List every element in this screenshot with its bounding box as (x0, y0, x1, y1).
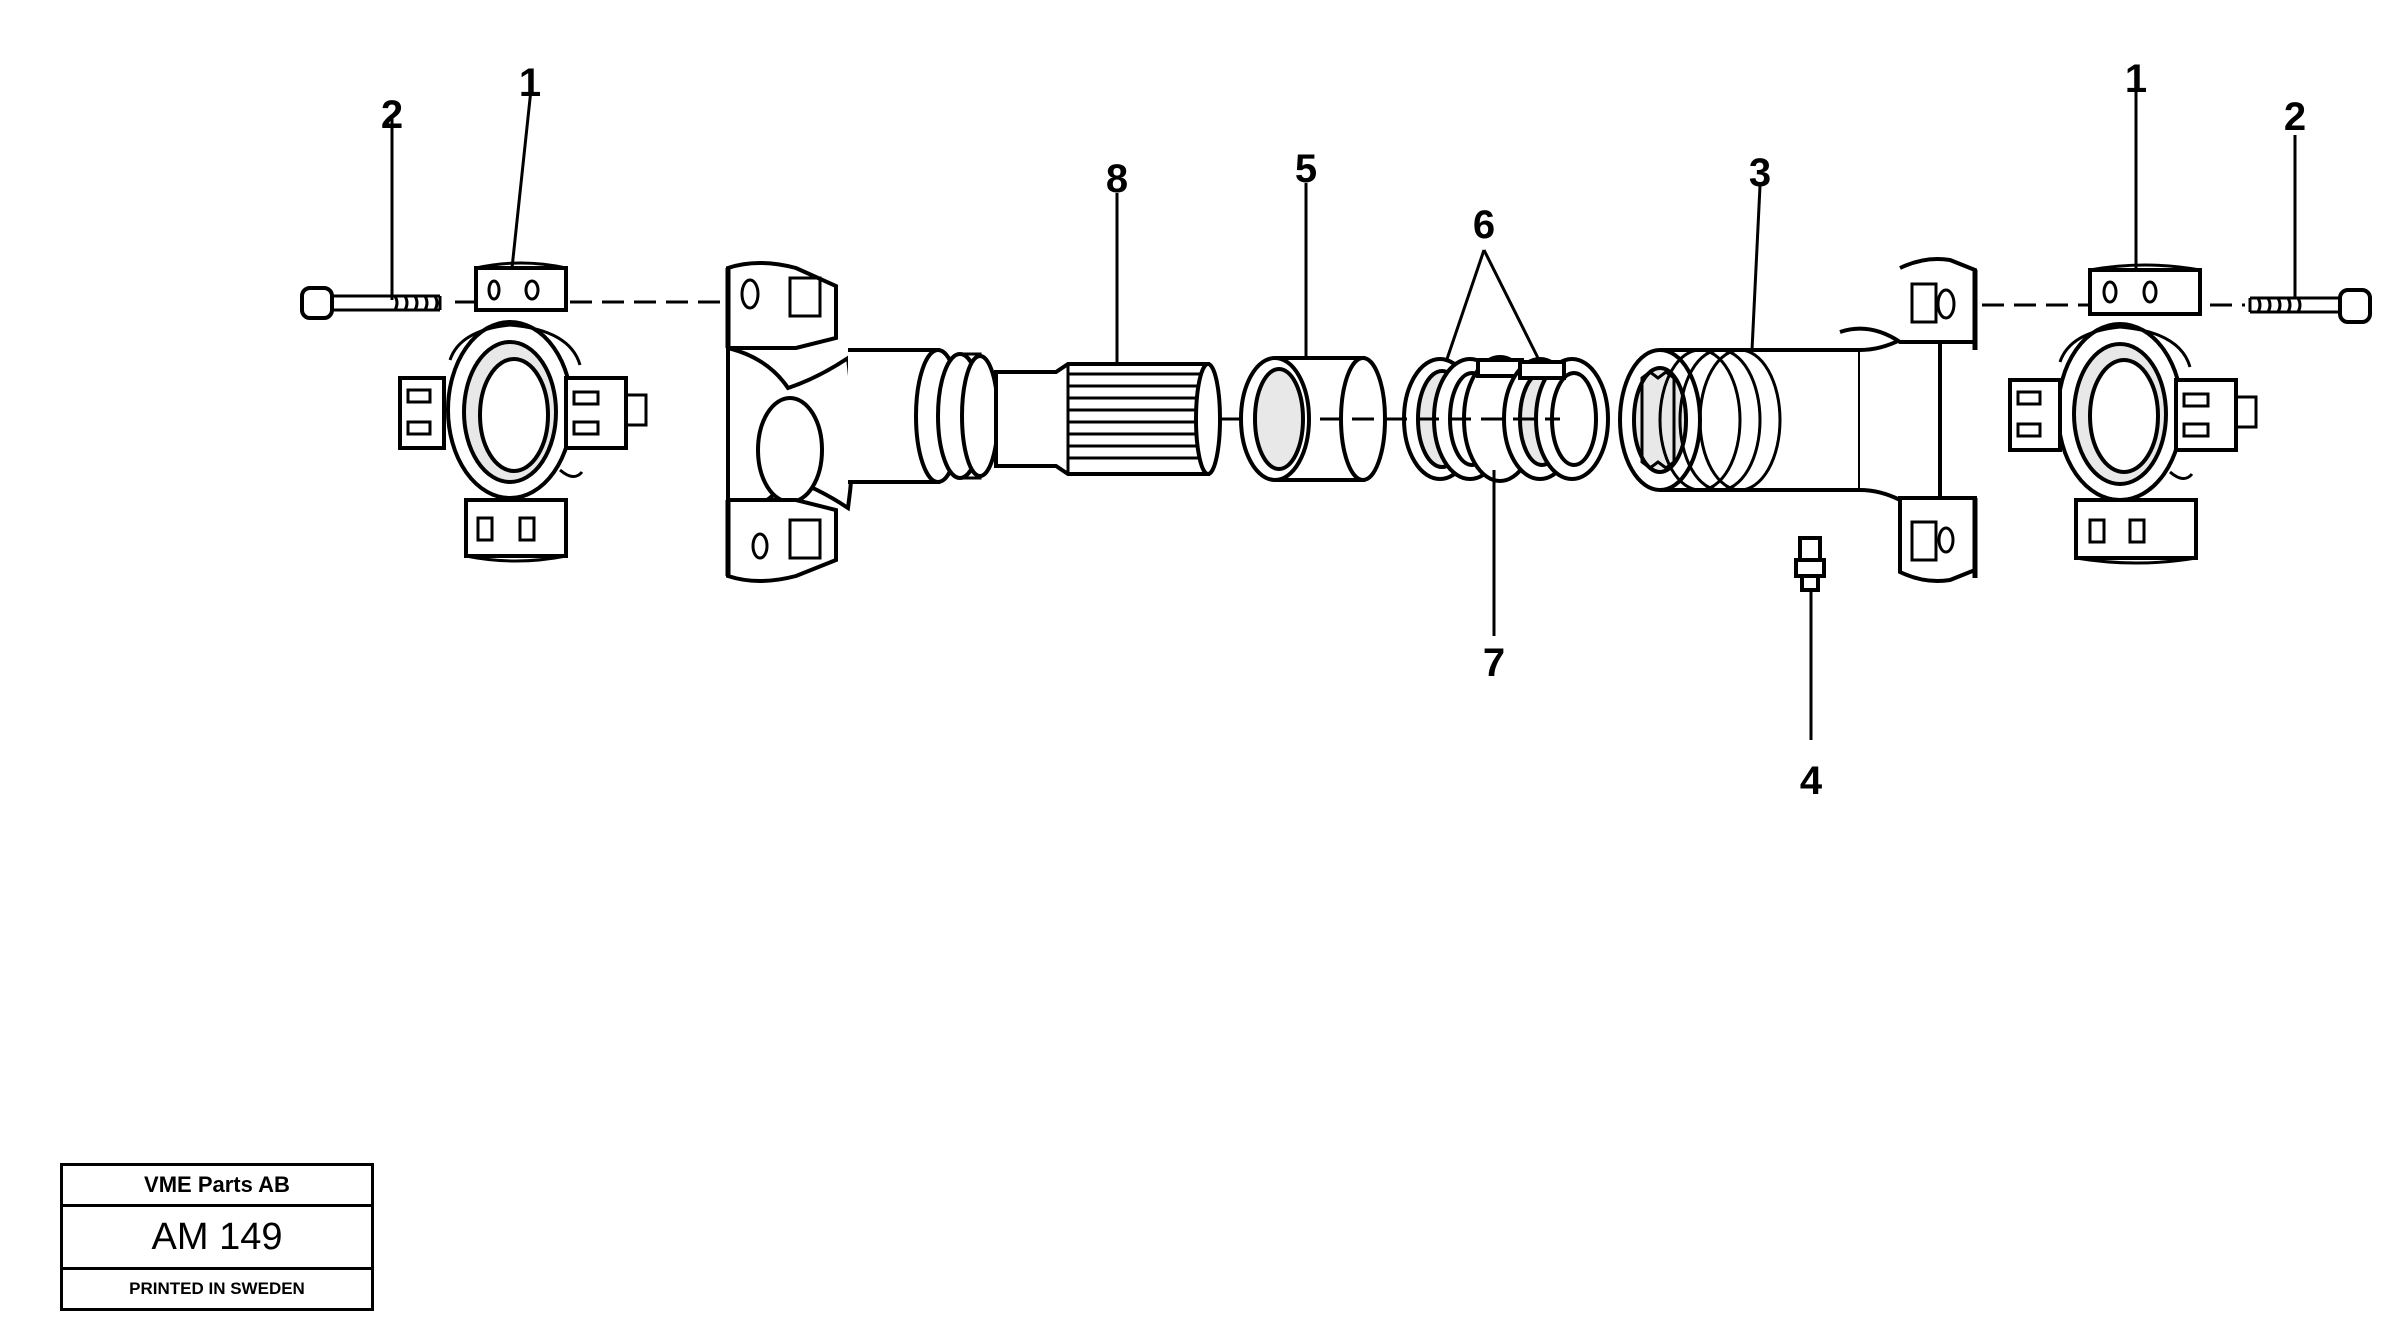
callout-8: 8 (1106, 157, 1128, 201)
callout-4: 4 (1800, 759, 1823, 803)
callout-3: 3 (1749, 151, 1771, 195)
left-universal-joint (398, 261, 648, 563)
seal-rings (1385, 355, 1610, 483)
printed-note: PRINTED IN SWEDEN (129, 1279, 305, 1298)
callout-2-right: 2 (2284, 95, 2306, 139)
callout-numbers: 1 2 8 5 6 3 1 2 7 4 (381, 57, 2306, 803)
callout-5: 5 (1295, 147, 1317, 191)
callout-2-left: 2 (381, 93, 403, 137)
splined-shaft-yoke (725, 261, 1290, 583)
right-bolt (2248, 288, 2372, 324)
slip-tube-yoke (1618, 257, 1978, 583)
left-bolt (300, 286, 442, 320)
leader-lines (390, 79, 2297, 740)
title-block: VME Parts AB AM 149 PRINTED IN SWEDEN (60, 1163, 374, 1311)
callout-6: 6 (1473, 203, 1495, 247)
drawing-code: AM 149 (63, 1207, 371, 1270)
company-name: VME Parts AB (63, 1166, 371, 1207)
right-universal-joint (2008, 263, 2258, 565)
callout-1-left: 1 (519, 61, 541, 105)
callout-1-right: 1 (2125, 57, 2147, 101)
callout-7: 7 (1483, 641, 1505, 685)
grease-nipple (1794, 536, 1826, 592)
spline-lines (1068, 372, 1208, 460)
bushing-sleeve (1239, 356, 1410, 482)
